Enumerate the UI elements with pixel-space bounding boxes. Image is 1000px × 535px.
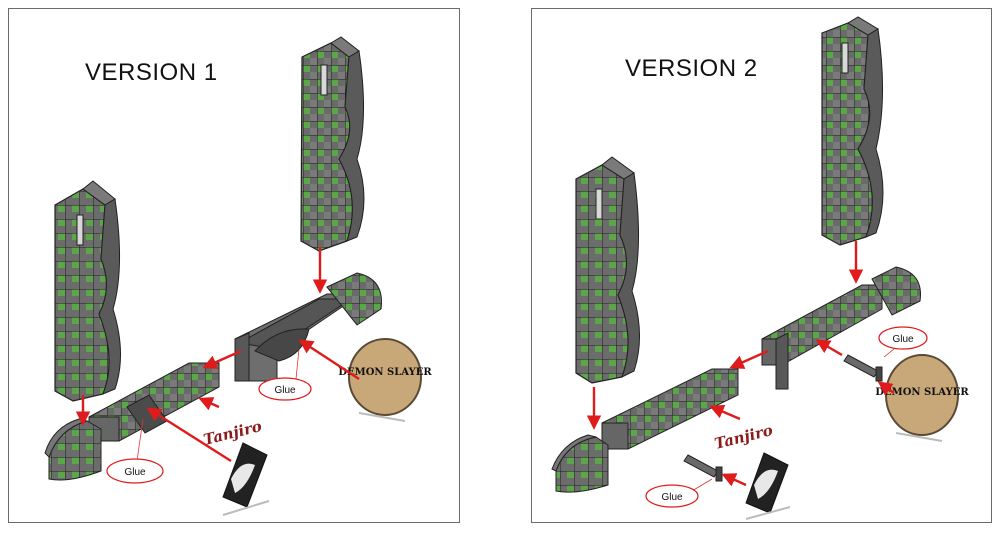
version-1-assembly-diagram: Glue Glue DEMON SLAYER Tanjiro xyxy=(44,36,432,516)
version-2-assembly-diagram: Glue Glue DEMON SLAYER Tanjiro xyxy=(551,16,969,520)
script-text: Tanjiro xyxy=(202,417,264,449)
dowel-pin-upper xyxy=(843,354,883,382)
left-upright-part xyxy=(54,180,121,402)
demon-slayer-logo-plate: DEMON SLAYER xyxy=(338,338,432,422)
assembly-arrows xyxy=(75,247,360,463)
demon-slayer-logo-plate: DEMON SLAYER xyxy=(875,354,969,442)
right-base-segment xyxy=(761,266,921,390)
character-plate xyxy=(222,442,270,516)
logo-text: DEMON SLAYER xyxy=(338,367,432,378)
right-base-segment xyxy=(234,272,382,382)
right-upright-part xyxy=(300,36,365,252)
tanjiro-script-plate: Tanjiro xyxy=(713,421,775,453)
left-upright-part xyxy=(575,156,640,384)
glue-callout-1: Glue xyxy=(878,326,928,358)
glue-label: Glue xyxy=(661,492,683,503)
left-base-segment xyxy=(551,368,739,493)
character-plate xyxy=(745,452,791,520)
assembly-arrows xyxy=(586,241,895,487)
right-upright-part xyxy=(821,16,884,246)
version-2-title: VERSION 2 xyxy=(625,55,758,82)
glue-callout-1: Glue xyxy=(258,348,312,401)
logo-text: DEMON SLAYER xyxy=(875,387,969,398)
glue-label: Glue xyxy=(274,385,296,396)
version-1-title: VERSION 1 xyxy=(85,59,218,86)
script-text: Tanjiro xyxy=(713,421,775,453)
glue-callout-2: Glue xyxy=(645,478,713,508)
dowel-pin-lower xyxy=(683,454,723,482)
tanjiro-script-plate: Tanjiro xyxy=(202,417,264,449)
version-1-panel: VERSION 1 xyxy=(8,8,460,523)
version-2-panel: VERSION 2 xyxy=(531,8,992,523)
glue-label: Glue xyxy=(892,334,914,345)
glue-label: Glue xyxy=(124,467,146,478)
glue-callout-2: Glue xyxy=(106,418,164,484)
